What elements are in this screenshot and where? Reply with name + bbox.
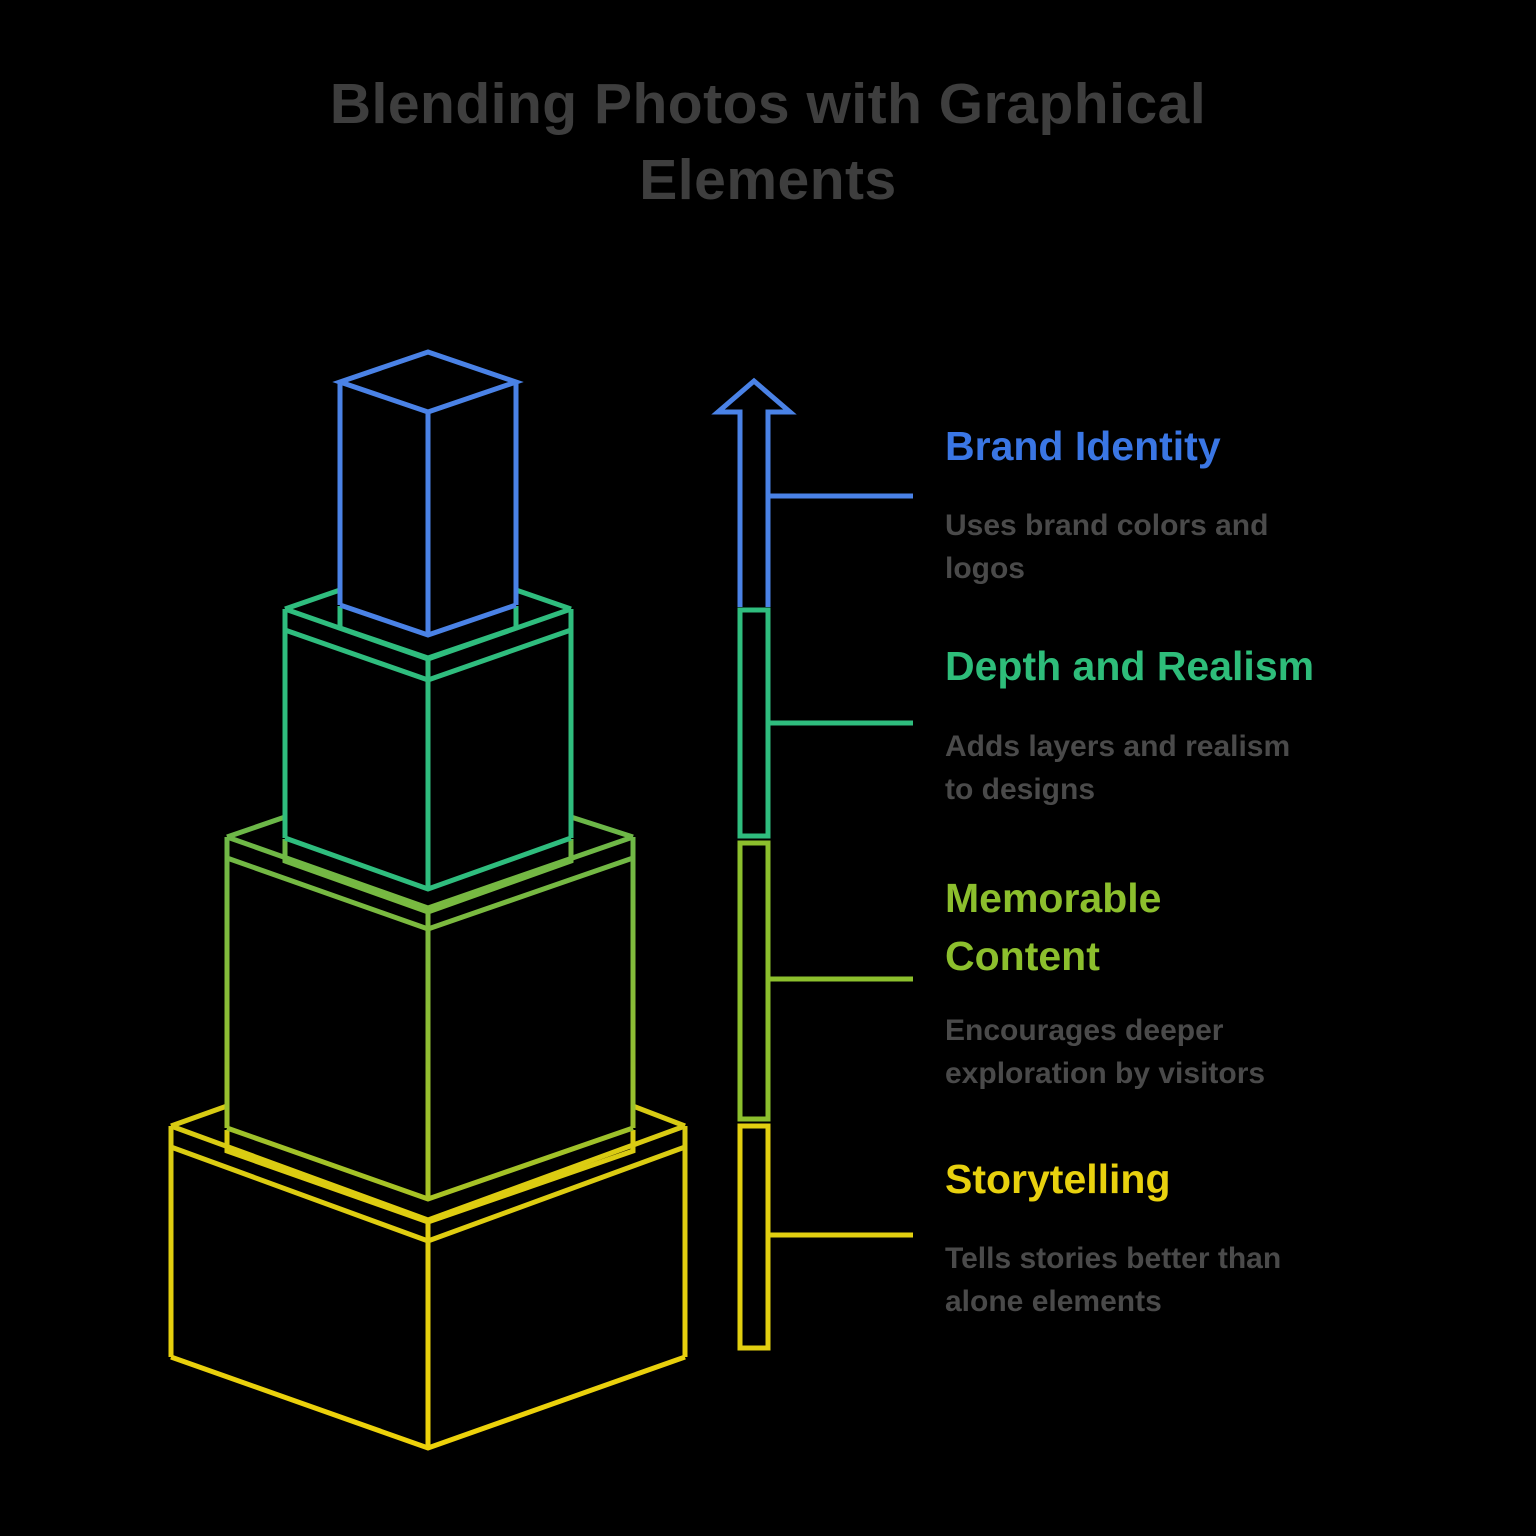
yellow-box-bottom-edges xyxy=(170,1354,686,1451)
blue-box-top-face xyxy=(332,349,524,415)
green-box-bottom-edges xyxy=(284,835,572,892)
green-box-vertical-edges xyxy=(282,609,574,889)
blue-box-bottom-edges xyxy=(339,602,517,638)
arrow-segment-green xyxy=(737,607,771,839)
heading-storytelling: Storytelling xyxy=(945,1156,1171,1202)
heading-brand-identity: Brand Identity xyxy=(945,423,1221,469)
arrow-segment-olive xyxy=(737,840,771,1122)
green-box-top-back-edges xyxy=(284,587,572,612)
heading-depth-and-realism: Depth and Realism xyxy=(945,643,1315,689)
arrow-head-and-blue-segment xyxy=(711,377,797,607)
heading-memorable-content: Memorable Content xyxy=(945,875,1162,980)
yellow-box-vertical-edges xyxy=(168,1126,688,1448)
pyramid-level-storytelling-box xyxy=(168,1103,688,1451)
blue-box-vertical-edges xyxy=(337,382,519,635)
description-depth-and-realism: Adds layers and realism to designs xyxy=(945,730,1291,806)
infographic-title: Blending Photos with Graphical Elements xyxy=(329,72,1207,213)
pyramid-level-brand-identity-box xyxy=(332,349,524,638)
connector-lines xyxy=(770,493,913,1238)
description-brand-identity: Uses brand colors and logos xyxy=(945,509,1269,585)
description-storytelling: Tells stories better than alone elements xyxy=(945,1242,1282,1318)
pyramid-level-depth-realism-box xyxy=(282,587,574,892)
olive-box-bottom-edges xyxy=(226,1125,634,1202)
yellow-box-top-back-edges xyxy=(170,1103,686,1129)
olive-box-top-back-edges xyxy=(226,814,634,840)
green-box-seat-outline xyxy=(337,606,519,661)
pyramid-level-memorable-content-box xyxy=(224,814,636,1202)
arrow-segment-yellow xyxy=(737,1123,771,1351)
progress-arrow xyxy=(711,377,797,1351)
description-memorable-content: Encourages deeper exploration by visitor… xyxy=(945,1014,1266,1090)
olive-box-vertical-edges xyxy=(224,837,636,1199)
